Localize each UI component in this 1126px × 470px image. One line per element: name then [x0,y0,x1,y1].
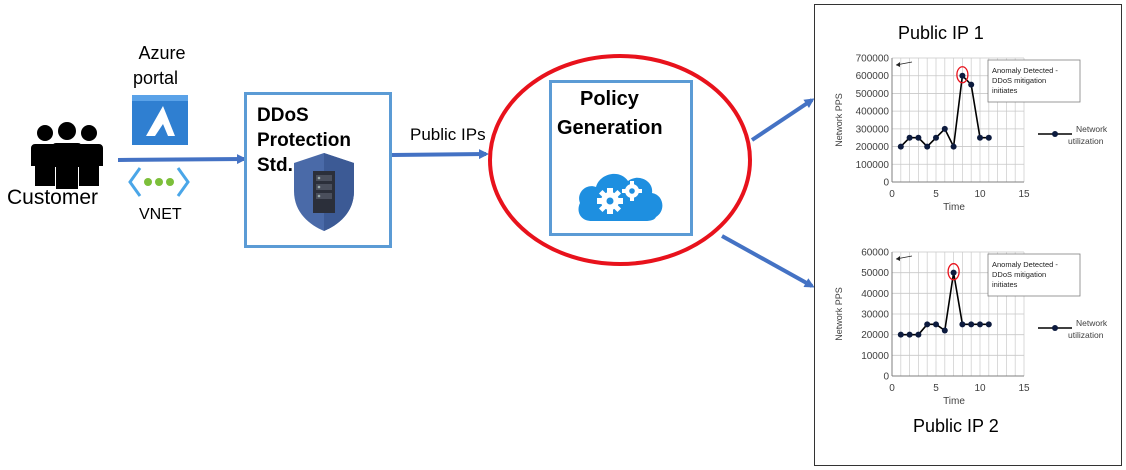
x-tick-label: 0 [889,189,895,200]
legend-marker [1052,325,1058,331]
legend-marker [1052,131,1058,137]
arrow-ddos-to-policy [391,149,489,160]
annotation-text-line1: Anomaly Detected - [992,260,1058,269]
panel-title-top: Public IP 1 [898,23,984,43]
shield-server-icon [294,153,354,231]
customer-people-icon [31,122,103,189]
policy-generation-box: Policy Generation [549,80,693,236]
y-tick-label: 30000 [861,310,889,321]
x-tick-label: 5 [933,383,939,394]
x-tick-label: 15 [1018,383,1030,394]
annotation-pointer-head [896,256,900,261]
arrow-policy-to-ip2 [721,234,815,288]
data-point [924,143,931,150]
chart-public-ip-2: 0 10000 20000 30000 40000 50000 60000 0 5 10 15Tim… [834,248,1108,408]
data-point [968,81,975,88]
data-point [985,321,992,328]
y-tick-label: 10000 [861,351,889,362]
azure-portal-label-line2: portal [133,68,179,88]
public-ips-label: Public IPs [410,125,486,144]
ddos-title-line1: DDoS [257,105,309,126]
data-point [959,321,966,328]
anomaly-highlight [947,263,960,281]
y-tick-label: 200000 [856,142,890,153]
cloud-gears-icon [578,173,663,221]
policy-title-line2: Generation [557,117,663,139]
panel-title-bottom: Public IP 2 [913,416,999,436]
y-tick-label: 100000 [856,160,890,171]
data-point [950,269,957,276]
data-point [933,321,939,328]
data-point [924,321,931,328]
data-point [906,134,913,141]
ddos-title-line2: Protection [257,130,351,151]
legend-label-line1: Network [1076,318,1108,328]
ddos-title-line3: Std. [257,155,293,176]
annotation-text-line2: DDoS mitigation [992,270,1046,279]
ddos-protection-title: DDoS Protection Std. [257,103,351,178]
y-tick-label: 500000 [856,89,890,100]
y-tick-label: 20000 [861,330,889,341]
data-point [977,321,983,328]
data-point [897,331,904,338]
data-point [915,134,922,141]
azure-portal-label: Azure [138,43,186,64]
legend-label-line2: utilization [1068,330,1104,340]
x-tick-label: 5 [933,189,939,200]
x-tick-label: 10 [974,189,986,200]
vnet-label: VNET [139,206,182,223]
data-point [977,134,983,141]
y-tick-label: 0 [883,178,889,189]
arrow-customer-to-ddos [117,154,247,165]
annotation-box [987,59,1081,103]
policy-highlight-ellipse [488,54,752,266]
legend-label-line1: Network [1076,124,1108,134]
annotation-pointer-head [896,62,900,67]
x-axis-label: Time [943,396,965,407]
legend-label-line2: utilization [1068,136,1104,146]
x-tick-label: 15 [1018,189,1030,200]
annotation-text-line1: Anomaly Detected - [992,66,1058,75]
annotation-text-line2: DDoS mitigation [992,76,1046,85]
x-tick-label: 10 [974,383,986,394]
data-point [933,134,939,141]
y-tick-label: 40000 [861,289,889,300]
x-tick-label: 0 [889,383,895,394]
y-tick-label: 600000 [856,71,890,82]
customer-label: Customer [7,186,99,209]
data-point [906,331,913,338]
data-point [897,143,904,150]
data-point [959,72,966,79]
data-point [985,134,992,141]
y-tick-label: 0 [883,372,889,383]
data-point [950,143,957,150]
y-tick-label: 700000 [856,54,890,65]
ddos-protection-box: DDoS Protection Std. [244,92,392,248]
arrow-policy-to-ip1 [750,98,815,142]
policy-title-line1: Policy [580,88,639,110]
data-point [941,125,948,132]
annotation-text-line3: initiates [992,86,1018,95]
data-point [915,331,922,338]
x-axis-label: Time [943,202,965,213]
annotation-text-line3: initiates [992,280,1018,289]
chart-public-ip-1: 0 100000 200000 300000 400000 500000 600000 700… [834,54,1108,214]
annotation-box [987,253,1081,297]
y-axis-label: Network PPS [834,93,844,147]
azure-portal-label-line1: Azure [138,43,186,63]
y-tick-label: 400000 [856,107,890,118]
data-point [941,327,948,334]
vnet-icon [128,167,190,197]
data-point [968,321,975,328]
y-axis-label: Network PPS [834,287,844,341]
azure-portal-icon [132,95,188,145]
y-tick-label: 60000 [861,248,889,259]
y-tick-label: 50000 [861,268,889,279]
y-tick-label: 300000 [856,124,890,135]
anomaly-highlight [956,66,969,84]
